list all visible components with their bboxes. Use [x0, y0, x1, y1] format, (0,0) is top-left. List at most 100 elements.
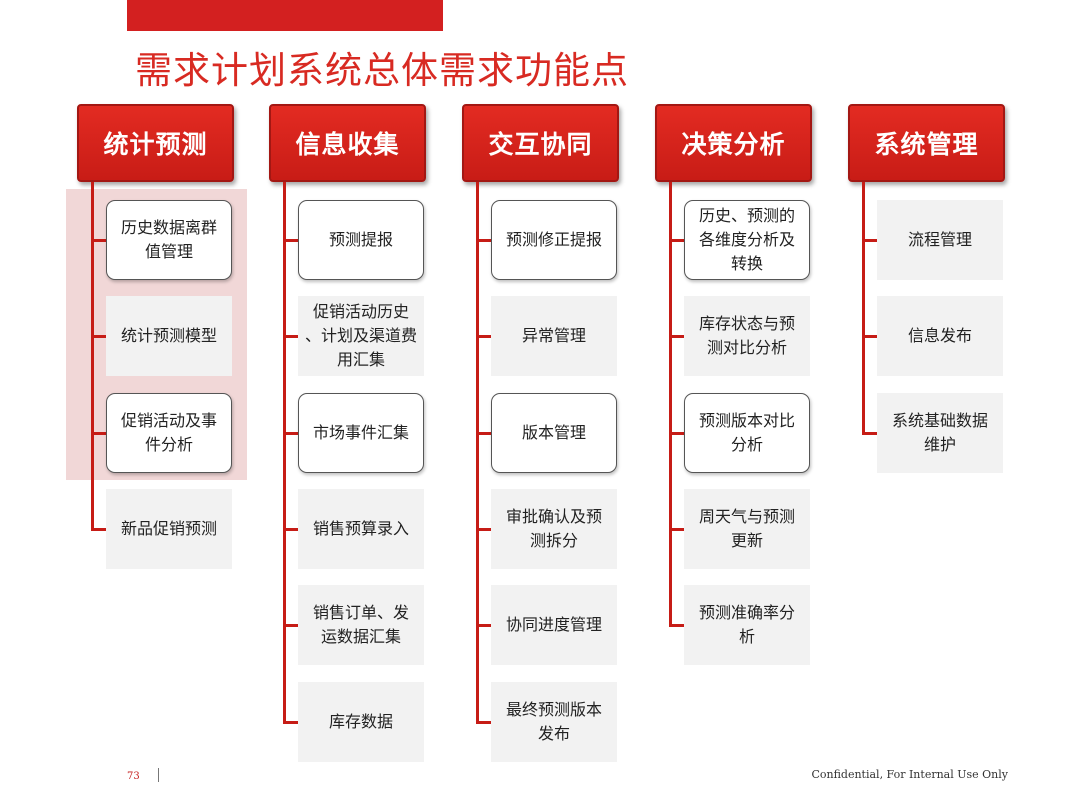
- function-item-label: 审批确认及预测拆分: [506, 505, 602, 553]
- function-item-label: 库存状态与预测对比分析: [699, 312, 795, 360]
- function-item-label: 周天气与预测更新: [699, 505, 795, 553]
- function-item-label: 最终预测版本发布: [506, 698, 602, 746]
- connector-branch: [476, 528, 492, 531]
- function-item: 预测版本对比分析: [684, 393, 810, 473]
- page-title: 需求计划系统总体需求功能点: [135, 49, 629, 92]
- connector-branch: [91, 528, 107, 531]
- connector-branch: [283, 239, 299, 242]
- connector-branch: [862, 239, 878, 242]
- function-item: 历史、预测的各维度分析及转换: [684, 200, 810, 280]
- function-item: 版本管理: [491, 393, 617, 473]
- function-item: 促销活动历史、计划及渠道费用汇集: [298, 296, 424, 376]
- function-item: 统计预测模型: [106, 296, 232, 376]
- function-item-label: 历史数据离群值管理: [121, 216, 217, 264]
- connector-branch: [862, 432, 878, 435]
- function-item-line: 新品促销预测: [120, 519, 217, 538]
- connector-branch: [283, 335, 299, 338]
- connector-branch: [91, 432, 107, 435]
- function-item-line: 协同进度管理: [505, 615, 602, 634]
- function-item-line: 发布: [537, 724, 570, 743]
- connector-branch: [669, 432, 685, 435]
- function-item-label: 历史、预测的各维度分析及转换: [699, 204, 795, 276]
- function-item-label: 销售订单、发运数据汇集: [313, 601, 409, 649]
- category-header: 系统管理: [848, 104, 1005, 182]
- function-item-line: 审批确认及预: [505, 507, 602, 526]
- function-item-line: 销售预算录入: [312, 519, 409, 538]
- function-item-line: 版本管理: [521, 423, 586, 442]
- connector-vertical: [476, 182, 479, 724]
- connector-vertical: [283, 182, 286, 724]
- connector-branch: [476, 239, 492, 242]
- function-item: 促销活动及事件分析: [106, 393, 232, 473]
- function-item-line: 各维度分析及: [698, 230, 795, 249]
- function-item: 信息发布: [877, 296, 1003, 376]
- function-item: 预测准确率分析: [684, 585, 810, 665]
- function-item: 最终预测版本发布: [491, 682, 617, 762]
- function-item-line: 销售订单、发: [312, 603, 409, 622]
- function-item: 新品促销预测: [106, 489, 232, 569]
- function-item-line: 、计划及渠道费: [304, 326, 417, 345]
- function-item-label: 版本管理: [522, 421, 586, 445]
- function-item-label: 协同进度管理: [506, 613, 602, 637]
- function-item-line: 周天气与预测: [698, 507, 795, 526]
- connector-branch: [283, 432, 299, 435]
- function-item: 系统基础数据维护: [877, 393, 1003, 473]
- connector-branch: [669, 335, 685, 338]
- function-item: 异常管理: [491, 296, 617, 376]
- function-item-line: 测拆分: [529, 531, 578, 550]
- function-item-line: 库存状态与预: [698, 314, 795, 333]
- category-header: 交互协同: [462, 104, 619, 182]
- function-item: 协同进度管理: [491, 585, 617, 665]
- function-item-label: 销售预算录入: [313, 517, 409, 541]
- function-item-line: 值管理: [144, 242, 193, 261]
- connector-branch: [91, 335, 107, 338]
- page-number: 73: [127, 771, 140, 782]
- function-item-line: 件分析: [144, 435, 193, 454]
- confidential-notice: Confidential, For Internal Use Only: [811, 768, 1008, 781]
- function-item-line: 流程管理: [907, 230, 972, 249]
- function-item-label: 库存数据: [329, 710, 393, 734]
- connector-branch: [91, 239, 107, 242]
- function-item-line: 预测修正提报: [505, 230, 602, 249]
- function-item: 库存状态与预测对比分析: [684, 296, 810, 376]
- function-item-line: 更新: [730, 531, 763, 550]
- function-item-label: 预测准确率分析: [699, 601, 795, 649]
- function-item-label: 新品促销预测: [121, 517, 217, 541]
- category-header: 决策分析: [655, 104, 812, 182]
- connector-branch: [669, 239, 685, 242]
- connector-branch: [476, 335, 492, 338]
- footer-separator: [158, 768, 159, 782]
- function-item: 历史数据离群值管理: [106, 200, 232, 280]
- function-item: 市场事件汇集: [298, 393, 424, 473]
- category-header: 统计预测: [77, 104, 234, 182]
- function-item: 销售预算录入: [298, 489, 424, 569]
- connector-branch: [476, 624, 492, 627]
- function-item-line: 库存数据: [328, 712, 393, 731]
- connector-branch: [476, 432, 492, 435]
- function-item-line: 分析: [730, 435, 763, 454]
- connector-branch: [669, 528, 685, 531]
- function-item-line: 信息发布: [907, 326, 972, 345]
- function-item-line: 最终预测版本: [505, 700, 602, 719]
- function-item: 销售订单、发运数据汇集: [298, 585, 424, 665]
- function-item-line: 预测版本对比: [698, 411, 795, 430]
- function-item-label: 系统基础数据维护: [892, 409, 988, 457]
- function-item-line: 预测准确率分: [698, 603, 795, 622]
- function-item-label: 流程管理: [908, 228, 972, 252]
- function-item-line: 维护: [923, 435, 956, 454]
- function-item-label: 市场事件汇集: [313, 421, 409, 445]
- function-item-label: 统计预测模型: [121, 324, 217, 348]
- connector-branch: [283, 721, 299, 724]
- function-item-label: 预测版本对比分析: [699, 409, 795, 457]
- function-item-line: 预测提报: [328, 230, 393, 249]
- function-item-line: 运数据汇集: [320, 627, 401, 646]
- top-accent-bar: [127, 0, 443, 31]
- connector-vertical: [862, 182, 865, 435]
- function-item-line: 历史数据离群: [120, 218, 217, 237]
- function-item-line: 用汇集: [336, 350, 385, 369]
- function-item-line: 市场事件汇集: [312, 423, 409, 442]
- function-item-line: 系统基础数据: [891, 411, 988, 430]
- connector-branch: [862, 335, 878, 338]
- function-item-label: 预测修正提报: [506, 228, 602, 252]
- function-item: 审批确认及预测拆分: [491, 489, 617, 569]
